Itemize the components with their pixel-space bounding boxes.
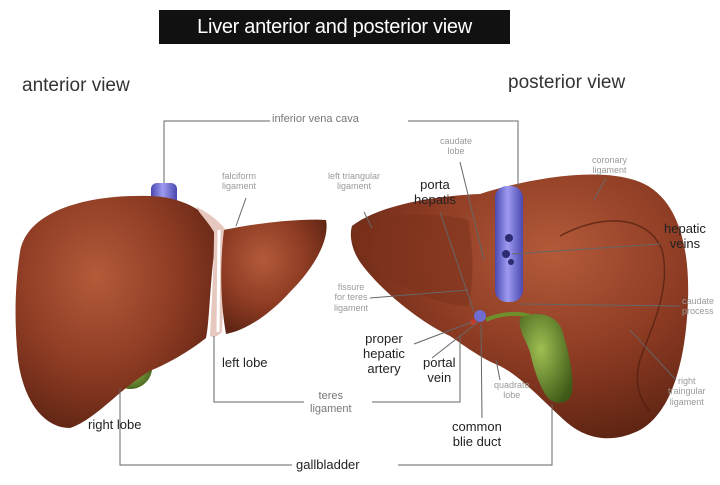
posterior-view-label: posterior view bbox=[508, 72, 625, 94]
label-left-lobe: left lobe bbox=[222, 356, 268, 371]
label-coronary-ligament: coronary ligament bbox=[592, 155, 627, 176]
label-right-lobe: right lobe bbox=[88, 418, 141, 433]
anterior-falciform-line bbox=[218, 230, 219, 332]
hepatic-vein-opening-2 bbox=[502, 250, 510, 258]
label-falciform-ligament: falciform ligament bbox=[222, 171, 256, 192]
label-teres-ligament: teres ligament bbox=[310, 390, 352, 415]
portal-vein-stump bbox=[474, 310, 486, 322]
falciform-line bbox=[236, 198, 246, 226]
label-porta-hepatis: porta hepatis bbox=[414, 178, 456, 208]
hepatic-vein-opening-1 bbox=[505, 234, 513, 242]
anterior-left-lobe bbox=[221, 220, 326, 334]
label-gallbladder: gallbladder bbox=[296, 458, 360, 473]
label-quadrate-lobe: quadrate lobe bbox=[494, 380, 530, 401]
label-common-bile-duct: common blie duct bbox=[452, 420, 502, 450]
label-hepatic-veins: hepatic veins bbox=[664, 222, 706, 252]
label-proper-hepatic-artery: proper hepatic artery bbox=[363, 332, 405, 377]
label-inferior-vena-cava: inferior vena cava bbox=[272, 113, 359, 126]
label-right-triangular-ligament: right traingular ligament bbox=[668, 376, 706, 407]
label-left-triangular-ligament: left triangular ligament bbox=[328, 171, 380, 192]
anterior-view-label: anterior view bbox=[22, 75, 130, 97]
hepatic-vein-opening-3 bbox=[508, 259, 514, 265]
posterior-ivc bbox=[495, 186, 523, 302]
label-caudate-lobe: caudate lobe bbox=[440, 136, 472, 157]
label-fissure-teres: fissure for teres ligament bbox=[334, 282, 368, 313]
anterior-right-lobe bbox=[16, 196, 218, 428]
diagram-title: Liver anterior and posterior view bbox=[159, 10, 510, 44]
label-caudate-process: caudate process bbox=[682, 296, 714, 317]
label-portal-vein: portal vein bbox=[423, 356, 456, 386]
